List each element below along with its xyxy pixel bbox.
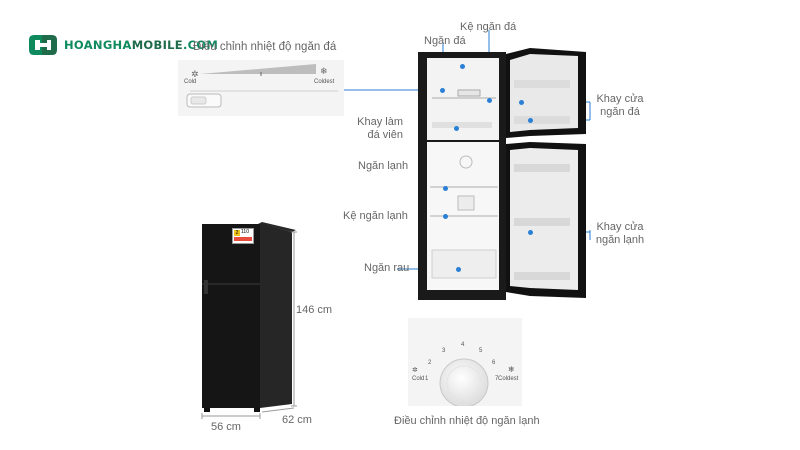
marker-dot <box>528 230 533 235</box>
logo-text-part3: .COM <box>182 38 219 52</box>
marker-dot <box>443 214 448 219</box>
label-khay-lam-da: Khay làm đá viên <box>348 116 403 142</box>
label-khay-cua-ngan-da-line2: ngăn đá <box>600 106 640 118</box>
dial-number-6: 6 <box>492 360 496 366</box>
svg-text:✲: ✲ <box>191 70 199 80</box>
fridge-control-title: Điều chỉnh nhiệt độ ngăn lạnh <box>394 415 540 427</box>
dimension-depth: 62 cm <box>282 414 312 426</box>
dial-number-4: 4 <box>461 342 465 348</box>
label-ngan-lanh: Ngăn lạnh <box>358 160 409 172</box>
svg-text:❄: ❄ <box>320 67 328 77</box>
freezer-control-title: Điều chỉnh nhiệt độ ngăn đá <box>193 41 337 53</box>
dial-number-3: 3 <box>442 348 446 354</box>
dial-number-5: 5 <box>479 348 483 354</box>
label-khay-cua-ngan-lanh: Khay cửa ngăn lạnh <box>592 221 648 247</box>
fridge-control-panel: ✲ ❄ Cold Coldest 1 2 3 4 5 6 7 <box>408 318 522 408</box>
freezer-control-panel: ✲ ❄ Cold Coldest <box>178 60 344 116</box>
marker-dot <box>528 118 533 123</box>
svg-text:✲: ✲ <box>412 366 418 374</box>
energy-stars: 2 <box>234 230 240 236</box>
label-khay-lam-da-line2: đá viên <box>367 129 403 141</box>
label-ngan-da: Ngăn đá <box>424 35 466 47</box>
label-khay-cua-ngan-da: Khay cửa ngăn đá <box>592 93 648 119</box>
freezer-coldest-label: Coldest <box>314 79 335 85</box>
freezer-control-graphic: ✲ ❄ <box>186 64 338 108</box>
label-khay-lam-da-line1: Khay làm <box>357 116 403 128</box>
marker-dot <box>454 126 459 131</box>
label-ngan-rau: Ngăn rau <box>364 262 410 274</box>
energy-label: 2 110 <box>232 228 254 244</box>
label-khay-cua-ngan-da-line1: Khay cửa <box>596 93 644 105</box>
logo-text-part2: MOBILE <box>131 38 183 52</box>
brand-logo[interactable]: HOANGHAMOBILE.COM <box>28 34 218 56</box>
label-ke-ngan-lanh: Kệ ngăn lạnh <box>343 210 408 222</box>
freezer-cold-label: Cold <box>184 79 197 85</box>
marker-dot <box>456 267 461 272</box>
marker-dot <box>487 98 492 103</box>
dial-number-2: 2 <box>428 360 432 366</box>
energy-value: 110 <box>241 229 249 235</box>
marker-dot <box>460 64 465 69</box>
label-khay-cua-ngan-lanh-line2: ngăn lạnh <box>595 234 645 246</box>
dimension-width: 56 cm <box>211 421 241 433</box>
fridge-coldest-label: Coldest <box>498 376 519 382</box>
marker-dot <box>443 186 448 191</box>
fridge-cold-label: Cold <box>412 376 425 382</box>
logo-text-part1: HOANGHA <box>64 38 132 52</box>
label-khay-cua-ngan-lanh-line1: Khay cửa <box>596 221 644 233</box>
fridge-dial-graphic: ✲ ❄ <box>412 358 515 408</box>
closed-fridge-illustration: 2 110 <box>196 218 326 430</box>
marker-dot <box>519 100 524 105</box>
logo-text: HOANGHAMOBILE.COM <box>64 38 218 52</box>
label-ke-ngan-da: Kệ ngăn đá <box>460 21 517 33</box>
dimension-height: 146 cm <box>296 304 333 316</box>
logo-icon <box>28 34 58 56</box>
dial-number-7: 7 <box>495 376 499 382</box>
open-fridge-illustration <box>418 46 588 306</box>
marker-dot <box>440 88 445 93</box>
dial-number-1: 1 <box>425 376 429 382</box>
svg-text:❄: ❄ <box>508 365 515 374</box>
